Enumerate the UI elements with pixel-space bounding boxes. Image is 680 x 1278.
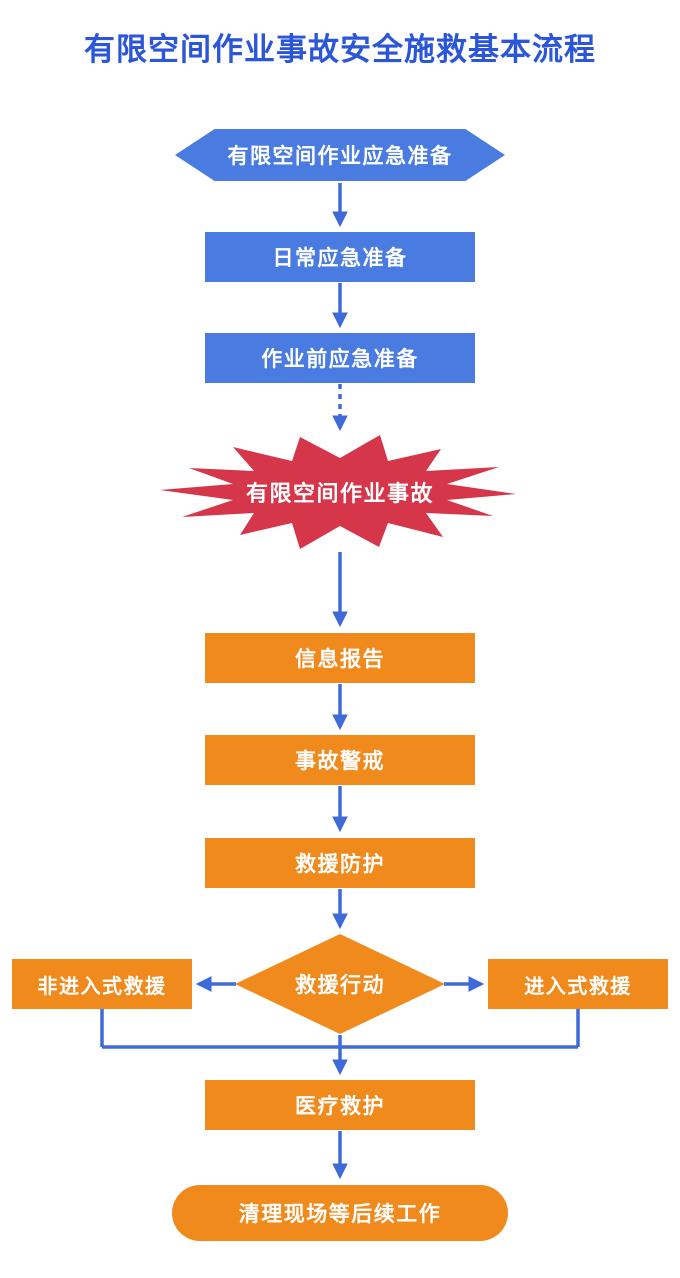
node-daily-prep-label: 日常应急准备 — [272, 247, 408, 270]
flowchart-title: 有限空间作业事故安全施救基本流程 — [84, 32, 596, 67]
node-info-report-label: 信息报告 — [295, 648, 385, 671]
node-emergency-prep-label: 有限空间作业应急准备 — [227, 145, 453, 168]
node-cleanup: 清理现场等后续工作 — [172, 1185, 508, 1241]
node-medical-aid-label: 医疗救护 — [295, 1095, 385, 1118]
accident-burst-shape — [160, 435, 516, 549]
node-entry-rescue: 进入式救援 — [488, 959, 668, 1009]
node-rescue-action-decision: 救援行动 — [235, 934, 445, 1034]
node-accident-label: 有限空间作业事故 — [245, 481, 434, 506]
node-daily-prep: 日常应急准备 — [205, 232, 475, 282]
node-prework-prep: 作业前应急准备 — [205, 333, 475, 383]
node-rescue-action-label: 救援行动 — [295, 974, 385, 997]
node-accident-burst: 有限空间作业事故 — [158, 432, 522, 552]
node-medical-aid: 医疗救护 — [205, 1080, 475, 1130]
node-prework-prep-label: 作业前应急准备 — [261, 348, 419, 371]
node-entry-rescue-label: 进入式救援 — [524, 975, 632, 998]
node-info-report: 信息报告 — [205, 633, 475, 683]
node-cleanup-label: 清理现场等后续工作 — [238, 1203, 442, 1226]
node-rescue-protection-label: 救援防护 — [295, 853, 385, 876]
node-emergency-prep: 有限空间作业应急准备 — [175, 129, 505, 181]
node-incident-alert: 事故警戒 — [205, 735, 475, 785]
node-rescue-protection: 救援防护 — [205, 838, 475, 888]
node-incident-alert-label: 事故警戒 — [295, 750, 385, 773]
node-non-entry-rescue-label: 非进入式救援 — [37, 975, 167, 998]
node-non-entry-rescue: 非进入式救援 — [12, 959, 192, 1009]
